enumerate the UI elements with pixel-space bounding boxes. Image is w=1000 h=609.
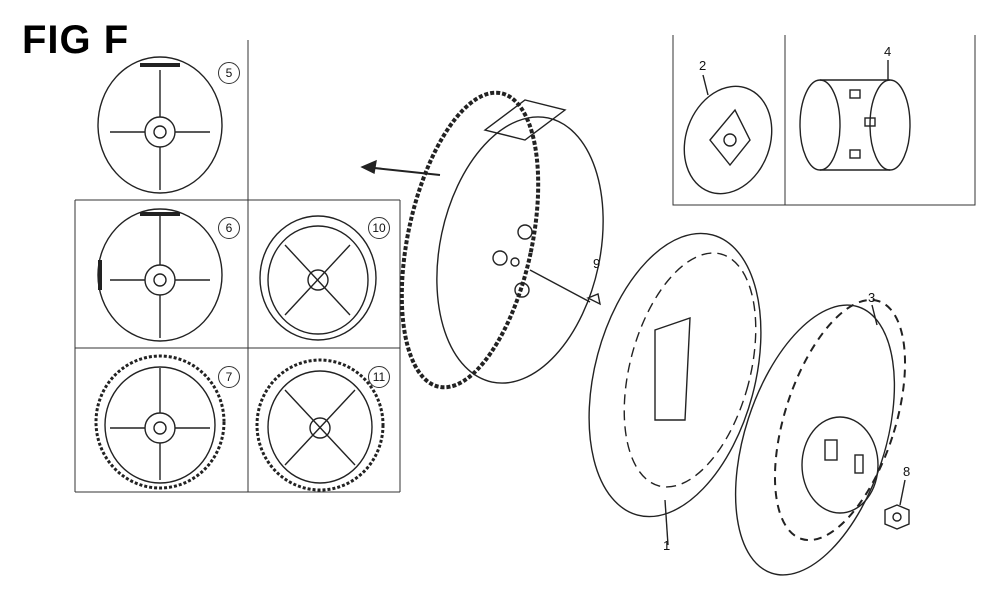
part-label-3: 3 (868, 290, 876, 305)
variant-label-6: 6 (218, 217, 240, 239)
flywheel-variant-11 (255, 358, 385, 492)
cup-part-4 (799, 60, 911, 171)
variant-label-7: 7 (218, 366, 240, 388)
part-label-9: 9 (593, 256, 601, 271)
part-label-1: 1 (663, 538, 671, 553)
plate-part-2 (683, 74, 773, 195)
part-label-4: 4 (884, 44, 892, 59)
variant-label-5: 5 (218, 62, 240, 84)
flywheel-variant-6 (97, 208, 223, 342)
variant-label-10: 10 (368, 217, 390, 239)
cooling-fan (588, 232, 762, 546)
direction-arrow (360, 159, 441, 176)
woodruff-key (586, 293, 601, 306)
flywheel-variant-7 (94, 354, 226, 490)
flywheel-variant-10 (259, 215, 377, 341)
starter-pulley (734, 298, 907, 576)
inset-box (672, 35, 976, 206)
part-label-2: 2 (699, 58, 707, 73)
variant-label-11: 11 (368, 366, 390, 388)
flywheel-main (399, 90, 604, 390)
part-label-8: 8 (903, 464, 911, 479)
variant-grid (74, 40, 401, 493)
flywheel-variant-5 (97, 56, 223, 194)
figure-title: FIG F (22, 18, 130, 62)
flange-nut (884, 479, 910, 530)
